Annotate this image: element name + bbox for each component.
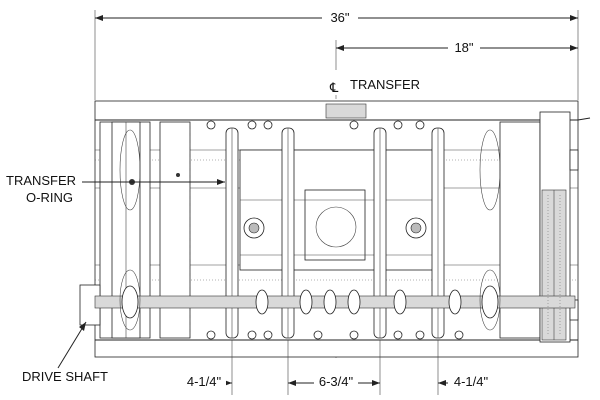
- central-housing: [239, 149, 441, 271]
- bolts: [206, 120, 464, 340]
- overall-dimension: 36": [94, 9, 579, 100]
- drive-shaft: [79, 284, 576, 326]
- transfer-oring-label-line2: O-RING: [26, 190, 73, 205]
- overall-width-label: 36": [330, 10, 349, 25]
- drive-chain: [547, 195, 561, 335]
- centerline-icon: ℄: [329, 80, 339, 95]
- transfer-oring-label-line1: TRANSFER: [6, 173, 76, 188]
- transfer-label: TRANSFER: [350, 77, 420, 92]
- drive-shaft-leader: [57, 321, 87, 369]
- o-ring-belts: [119, 129, 501, 331]
- left-spacing-label: 4-1/4": [187, 374, 222, 389]
- half-width-label: 18": [454, 40, 473, 55]
- drive-shaft-label: DRIVE SHAFT: [22, 369, 108, 384]
- right-spacing-label: 4-1/4": [454, 374, 489, 389]
- half-dimension: 18": [335, 39, 578, 70]
- bottom-dimensions: 4-1/4" 6-3/4" 4-1/4": [182, 340, 494, 395]
- center-spacing-label: 6-3/4": [319, 374, 354, 389]
